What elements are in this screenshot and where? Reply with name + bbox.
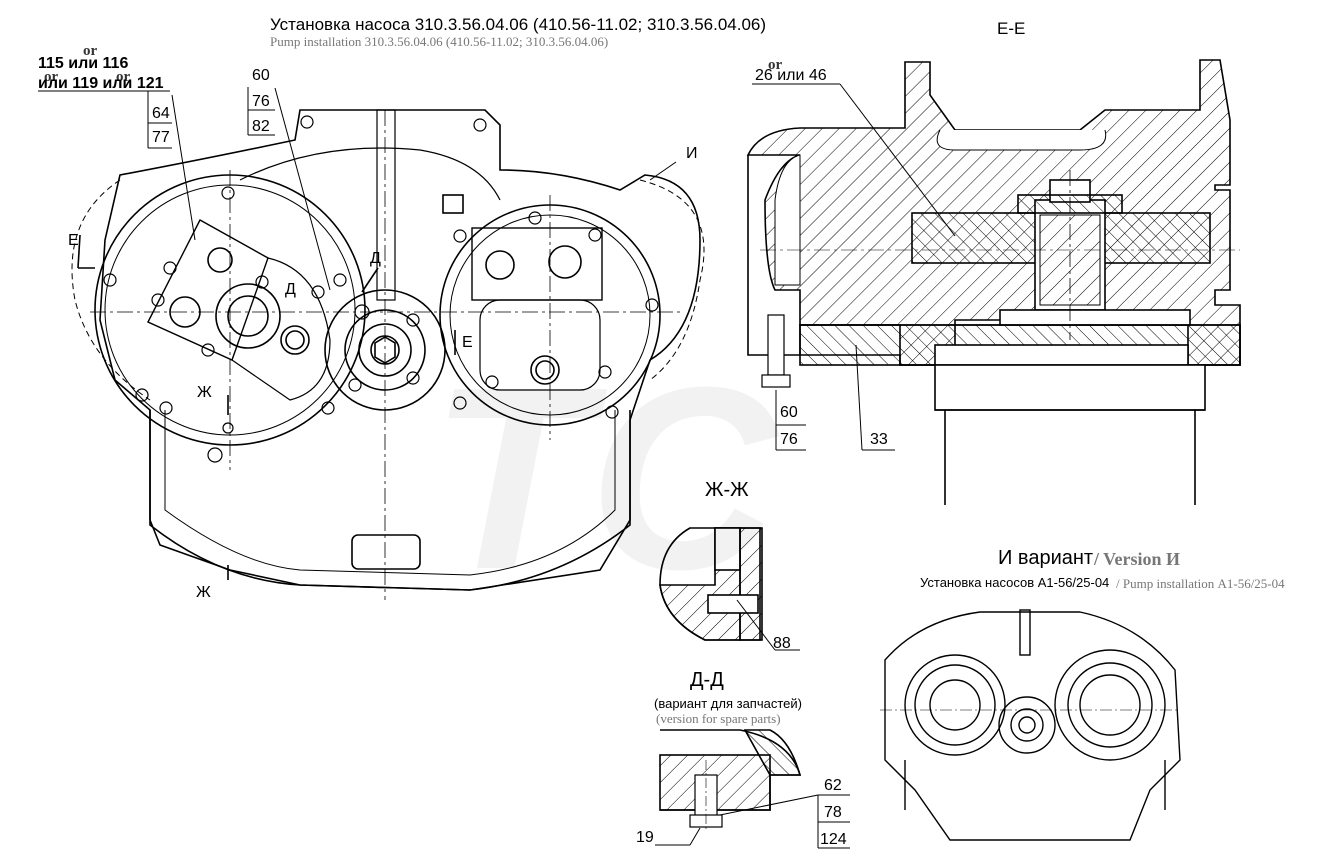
section-zhzh-title: Ж-Ж xyxy=(705,479,749,501)
callout-64: 64 xyxy=(152,105,170,122)
callout-77: 77 xyxy=(152,129,170,146)
version-i-title-en: / Version И xyxy=(1094,549,1181,569)
callout-dd-62: 62 xyxy=(824,777,842,794)
callout-dd-78: 78 xyxy=(824,804,842,821)
section-dd xyxy=(655,729,850,849)
mark-e-left: E xyxy=(68,232,79,249)
callout-82: 82 xyxy=(252,118,270,135)
callout-ee-76: 76 xyxy=(780,431,798,448)
mark-i: И xyxy=(686,145,698,162)
callout-115-116: 115 или 116 xyxy=(38,55,129,72)
section-ee-or: or xyxy=(768,57,783,73)
version-i-sub-ru: Установка насосов А1-56/25-04 xyxy=(920,575,1110,590)
section-ee-title: E-E xyxy=(997,19,1026,38)
callout-ee-60: 60 xyxy=(780,404,798,421)
callout-76: 76 xyxy=(252,93,270,110)
title-ru: Установка насоса 310.3.56.04.06 (410.56-… xyxy=(270,15,767,34)
watermark: ТС xyxy=(430,334,777,624)
mark-zh-1: Ж xyxy=(197,384,212,401)
title-en: Pump installation 310.3.56.04.06 (410.56… xyxy=(270,34,609,49)
callout-ee-33: 33 xyxy=(870,431,888,448)
or-label-3: or xyxy=(116,69,131,85)
callout-60: 60 xyxy=(252,67,270,84)
version-i-view xyxy=(880,609,1181,841)
main-view xyxy=(71,109,705,600)
version-i-title-ru: И вариант xyxy=(998,547,1094,569)
section-dd-en: (version for spare parts) xyxy=(656,711,781,726)
mark-d-2: Д xyxy=(285,281,296,298)
callout-dd-124: 124 xyxy=(820,831,847,848)
version-i-sub-en: / Pump installation А1-56/25-04 xyxy=(1116,576,1285,591)
mark-d-1: Д xyxy=(370,250,381,267)
section-dd-ru: (вариант для запчастей) xyxy=(654,696,802,711)
or-label-2: or xyxy=(44,69,59,85)
mark-e-2: E xyxy=(462,334,473,351)
callout-119-121: или 119 или 121 xyxy=(38,75,164,92)
callout-dd-19: 19 xyxy=(636,829,654,846)
leader-lines-ee xyxy=(752,83,956,451)
or-label-1: or xyxy=(83,43,98,59)
callout-zhzh-88: 88 xyxy=(773,635,791,652)
section-ee xyxy=(746,59,1241,505)
mark-zh-2: Ж xyxy=(196,584,211,601)
section-dd-title: Д-Д xyxy=(690,669,724,691)
callout-26-46: 26 или 46 xyxy=(755,67,827,84)
section-zhzh xyxy=(659,527,800,651)
leader-lines-main xyxy=(38,87,677,291)
